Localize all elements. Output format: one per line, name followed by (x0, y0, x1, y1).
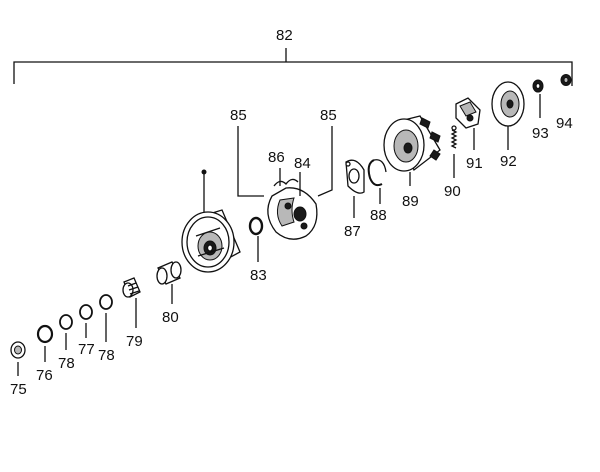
callout-88: 88 (370, 207, 387, 224)
part-75-cap (10, 341, 26, 376)
part-93-washer (532, 79, 544, 118)
callout-82: 82 (276, 27, 293, 44)
part-90-spring (450, 125, 458, 178)
callout-83: 83 (250, 267, 267, 284)
callout-84: 84 (294, 155, 311, 172)
callout-80: 80 (162, 309, 179, 326)
part-92-cover (491, 81, 525, 150)
callout-92: 92 (500, 153, 517, 170)
callout-86: 86 (268, 149, 285, 166)
part-94-nut (560, 74, 572, 86)
clutch-drum (181, 169, 241, 273)
part-80-sleeve (156, 261, 182, 304)
part-84-clutch-shoes (267, 168, 318, 240)
callout-94: 94 (556, 115, 573, 132)
callout-85-left: 85 (230, 107, 247, 124)
part-88-snap-ring (367, 159, 387, 204)
part-87-plate (345, 159, 365, 218)
callout-90: 90 (444, 183, 461, 200)
part-85-brackets (237, 126, 333, 197)
part-77-ring (79, 304, 93, 338)
callout-78-right: 78 (98, 347, 115, 364)
callout-79: 79 (126, 333, 143, 350)
part-76-washer (36, 324, 54, 362)
callout-91: 91 (466, 155, 483, 172)
callout-77: 77 (78, 341, 95, 358)
callout-93: 93 (532, 125, 549, 142)
callout-76: 76 (36, 367, 53, 384)
part-78-ring (59, 314, 73, 350)
part-89-drum (383, 115, 441, 186)
assembly-bracket (13, 48, 573, 86)
callout-78-left: 78 (58, 355, 75, 372)
callout-89: 89 (402, 193, 419, 210)
callout-85-right: 85 (320, 107, 337, 124)
callout-87: 87 (344, 223, 361, 240)
part-83-ring (248, 216, 264, 262)
part-91-lever (455, 97, 481, 150)
part-79-bearing (122, 277, 141, 328)
callout-75: 75 (10, 381, 27, 398)
part-78-ring-second (99, 294, 113, 342)
